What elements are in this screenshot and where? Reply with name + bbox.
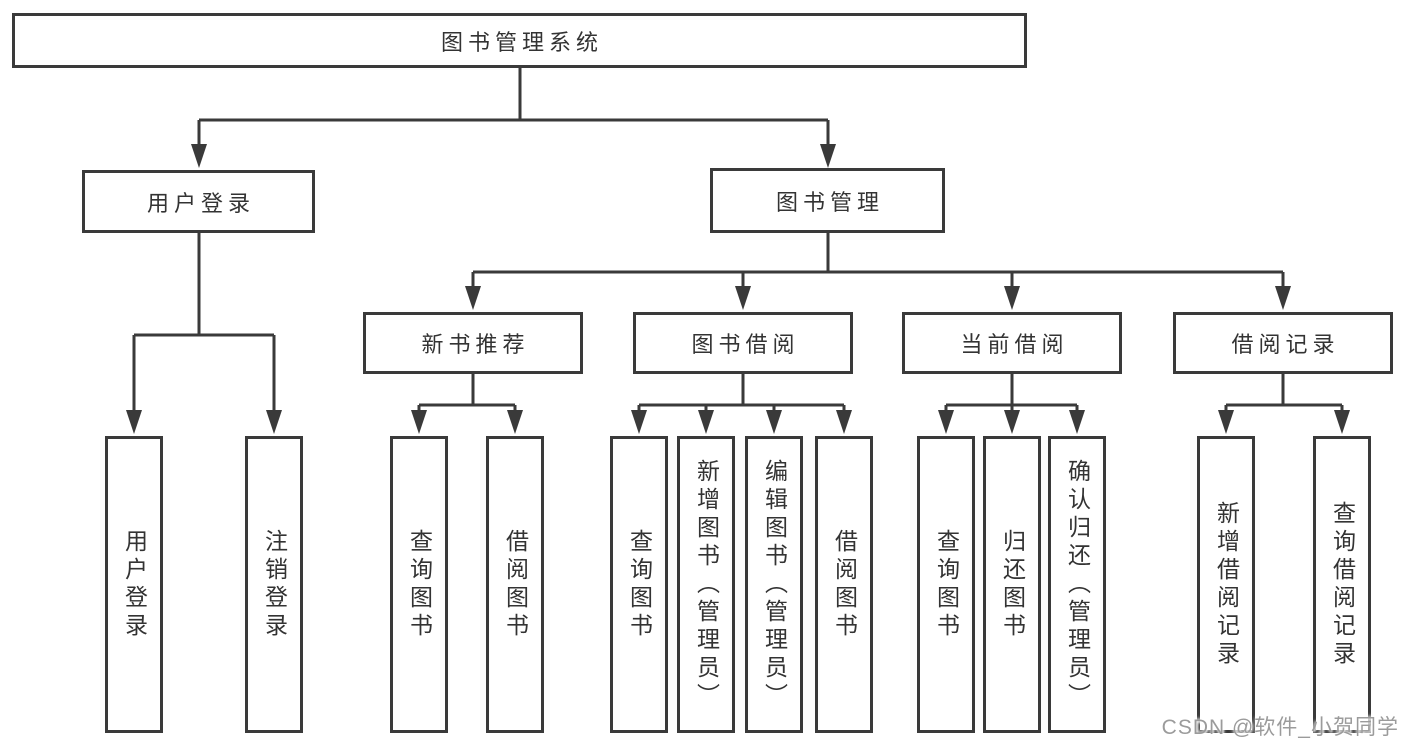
leaf-edit-books-admin-label: 编辑图书（管理员） — [761, 458, 788, 711]
node-user-login: 用户登录 — [82, 170, 315, 233]
node-user-login-label: 用户登录 — [146, 190, 255, 216]
leaf-query-books-recommend-label: 查询图书 — [406, 528, 433, 641]
leaf-user-login-label: 用户登录 — [121, 528, 148, 641]
leaf-borrow-books-recommend-label: 借阅图书 — [502, 528, 529, 641]
node-new-book-recommendation-label: 新书推荐 — [421, 332, 530, 357]
node-library-system: 图书管理系统 — [12, 13, 1027, 68]
leaf-add-books-admin: 新增图书（管理员） — [677, 436, 735, 733]
node-borrowing-records-label: 借阅记录 — [1231, 332, 1340, 357]
node-new-book-recommendation: 新书推荐 — [363, 312, 583, 374]
node-book-borrowing: 图书借阅 — [633, 312, 853, 374]
leaf-edit-books-admin: 编辑图书（管理员） — [745, 436, 803, 733]
node-library-system-label: 图书管理系统 — [440, 29, 603, 55]
leaf-return-books-label: 归还图书 — [999, 528, 1026, 641]
leaf-user-login: 用户登录 — [105, 436, 163, 733]
leaf-borrow-books-recommend: 借阅图书 — [486, 436, 544, 733]
leaf-logout-label: 注销登录 — [261, 528, 288, 641]
node-current-borrowing-label: 当前借阅 — [960, 332, 1069, 357]
leaf-confirm-return-admin-label: 确认归还（管理员） — [1064, 458, 1091, 711]
leaf-add-borrow-record: 新增借阅记录 — [1197, 436, 1255, 733]
leaf-return-books: 归还图书 — [983, 436, 1041, 733]
node-borrowing-records: 借阅记录 — [1173, 312, 1393, 374]
leaf-logout: 注销登录 — [245, 436, 303, 733]
leaf-add-books-admin-label: 新增图书（管理员） — [693, 458, 720, 711]
node-book-management-label: 图书管理 — [775, 189, 884, 215]
leaf-query-borrow-record: 查询借阅记录 — [1313, 436, 1371, 733]
leaf-query-books-current-label: 查询图书 — [933, 528, 960, 641]
node-book-management: 图书管理 — [710, 168, 945, 233]
leaf-borrow-books-label: 借阅图书 — [831, 528, 858, 641]
csdn-watermark: CSDN @软件_小贺同学 — [1161, 716, 1399, 739]
leaf-add-borrow-record-label: 新增借阅记录 — [1213, 500, 1240, 669]
leaf-query-books-current: 查询图书 — [917, 436, 975, 733]
leaf-query-borrow-record-label: 查询借阅记录 — [1329, 500, 1356, 669]
leaf-query-books-borrowing: 查询图书 — [610, 436, 668, 733]
leaf-query-books-recommend: 查询图书 — [390, 436, 448, 733]
leaf-borrow-books: 借阅图书 — [815, 436, 873, 733]
node-current-borrowing: 当前借阅 — [902, 312, 1122, 374]
leaf-query-books-borrowing-label: 查询图书 — [626, 528, 653, 641]
node-book-borrowing-label: 图书借阅 — [691, 332, 800, 357]
leaf-confirm-return-admin: 确认归还（管理员） — [1048, 436, 1106, 733]
